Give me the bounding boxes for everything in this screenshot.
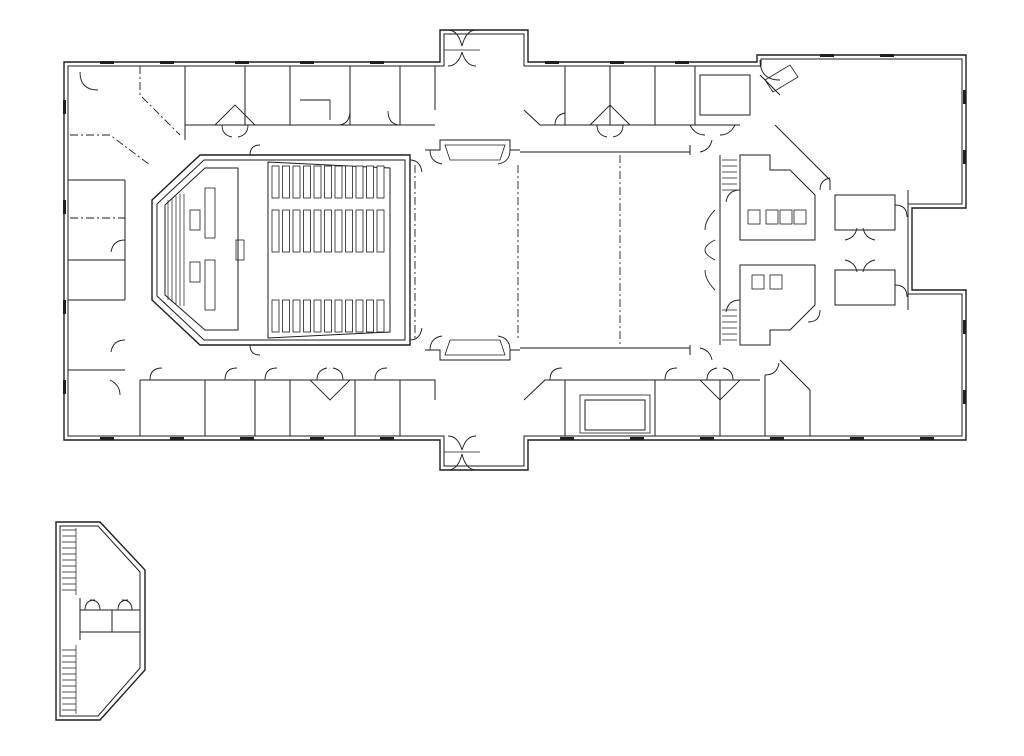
pew bbox=[334, 299, 343, 333]
pew bbox=[292, 299, 301, 333]
choir-risers bbox=[167, 187, 216, 311]
pew bbox=[313, 299, 322, 333]
south-offices-west bbox=[139, 367, 436, 436]
chancel-platform bbox=[164, 167, 239, 331]
south-entrance bbox=[444, 435, 480, 471]
pew bbox=[271, 299, 280, 333]
north-offices-west bbox=[184, 66, 436, 140]
pew bbox=[292, 209, 301, 253]
pew bbox=[303, 165, 311, 199]
restroom-core bbox=[719, 154, 816, 346]
pew bbox=[282, 299, 290, 333]
pew bbox=[355, 299, 364, 333]
pew bbox=[271, 209, 280, 253]
pew bbox=[376, 165, 385, 199]
pew bbox=[366, 209, 374, 253]
pew bbox=[376, 299, 385, 333]
pew bbox=[303, 209, 311, 253]
sanctuary bbox=[151, 144, 423, 356]
pew bbox=[282, 209, 290, 253]
pew bbox=[345, 209, 353, 253]
pew bbox=[303, 299, 311, 333]
pew bbox=[376, 209, 385, 253]
windows bbox=[63, 54, 966, 440]
north-offices-east bbox=[523, 66, 751, 138]
main-floor-plan bbox=[63, 29, 967, 471]
pews bbox=[271, 165, 385, 333]
pew bbox=[324, 209, 332, 253]
pew bbox=[324, 165, 332, 199]
pew bbox=[355, 165, 364, 199]
pew bbox=[366, 299, 374, 333]
pew bbox=[366, 165, 374, 199]
pew bbox=[334, 165, 343, 199]
exterior-wall bbox=[63, 29, 967, 471]
pew bbox=[271, 165, 280, 199]
pew bbox=[292, 165, 301, 199]
pew bbox=[313, 165, 322, 199]
upper-stair-south bbox=[62, 645, 77, 714]
sanctuary-wall bbox=[151, 154, 411, 346]
pew bbox=[334, 209, 343, 253]
pew bbox=[324, 299, 332, 333]
east-side-rooms bbox=[807, 194, 908, 323]
exterior-wall-inner bbox=[67, 33, 963, 467]
pew bbox=[345, 165, 353, 199]
fellowship-hall bbox=[414, 139, 716, 361]
pew bbox=[345, 299, 353, 333]
pew bbox=[313, 209, 322, 253]
upper-level-plan bbox=[55, 521, 146, 721]
pew bbox=[282, 165, 290, 199]
south-offices-east bbox=[523, 359, 811, 436]
north-entrance bbox=[444, 29, 480, 67]
pew bbox=[355, 209, 364, 253]
pulpit bbox=[235, 239, 245, 261]
upper-stair-north bbox=[62, 528, 77, 595]
west-offices bbox=[68, 66, 181, 396]
northeast-room bbox=[759, 59, 909, 310]
